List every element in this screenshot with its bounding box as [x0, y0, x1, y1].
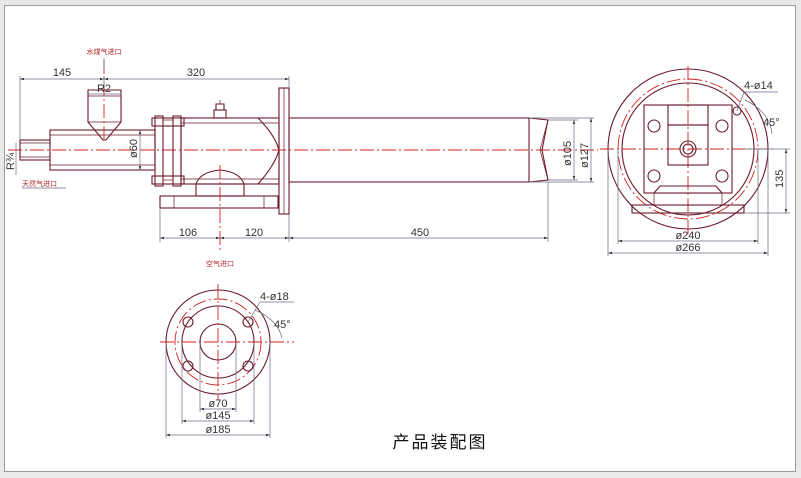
dim-r34: R¾	[5, 152, 17, 170]
dim-120: 120	[245, 227, 263, 239]
dim-dia60: ø60	[128, 139, 140, 158]
end-angle-label: 45°	[763, 117, 780, 129]
dim-dia145: ø145	[205, 410, 230, 422]
side-view: 145 320 R2 水煤气进口 天然气进口 R¾ ø60 106 120 45…	[5, 47, 598, 268]
flange-view: 4-ø18 45° ø70 ø145 ø185	[160, 284, 294, 438]
dim-dia185: ø185	[205, 424, 230, 436]
drawing-title: 产品装配图	[393, 433, 488, 452]
dim-106: 106	[179, 227, 197, 239]
flange-angle-label: 45°	[274, 319, 291, 331]
dim-r2: R2	[97, 83, 111, 95]
end-holes-label: 4-ø14	[744, 80, 773, 92]
dim-dia70: ø70	[209, 398, 228, 410]
dim-dia127: ø127	[579, 143, 591, 168]
dim-135: 135	[774, 170, 786, 188]
flange-holes-label: 4-ø18	[260, 291, 289, 303]
dim-dia266: ø266	[675, 242, 700, 254]
water-gas-inlet-label: 水煤气进口	[87, 47, 122, 56]
dim-dia105: ø105	[562, 141, 574, 166]
end-view: 4-ø14 45° 135 ø240 ø266	[600, 66, 790, 256]
dim-320: 320	[187, 67, 205, 79]
dim-450: 450	[411, 227, 429, 239]
dim-dia240: ø240	[675, 230, 700, 242]
air-inlet-label: 空气进口	[206, 259, 234, 268]
natural-gas-inlet-label: 天然气进口	[22, 179, 57, 188]
dim-145: 145	[53, 67, 71, 79]
